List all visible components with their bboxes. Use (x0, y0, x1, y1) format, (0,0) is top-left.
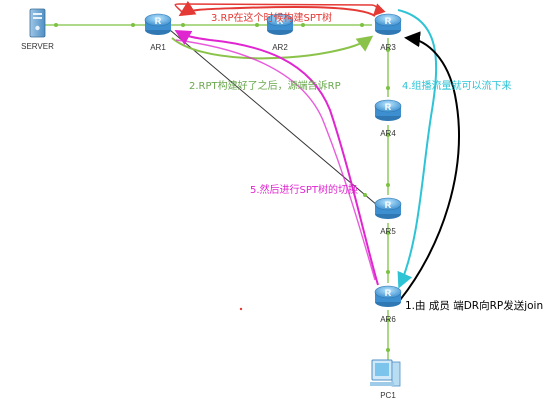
pc-node[interactable]: PC1 (370, 359, 401, 400)
router-ar5[interactable]: R AR5 (374, 197, 402, 236)
router-ar2-label: AR2 (272, 43, 288, 52)
router-icon: R (374, 197, 402, 219)
annotation-step5: 5.然后进行SPT树的切换 (250, 183, 358, 196)
svg-text:R: R (155, 16, 162, 26)
link-endpoints (54, 23, 390, 352)
router-ar4-label: AR4 (380, 129, 396, 138)
router-ar1-label: AR1 (150, 43, 166, 52)
router-icon: R (144, 13, 172, 35)
annotation-step3: 3.RP在这个时候构建SPT树 (211, 11, 332, 24)
server-label: SERVER (21, 42, 54, 51)
stray-dot (239, 307, 243, 311)
router-icon: R (374, 99, 402, 121)
router-icon: R (374, 285, 402, 307)
arrow-step5-inner (175, 39, 376, 281)
arrow-step3 (178, 0, 376, 17)
router-ar6-label: AR6 (380, 315, 396, 324)
router-ar2[interactable]: R AR2 (266, 13, 294, 52)
arrow-step2 (171, 35, 374, 60)
annotation-step4: 4.组播流量就可以流下来 (402, 79, 512, 92)
annotation-step2: 2.RPT构建好了之后，源端告诉RP (189, 79, 341, 92)
router-icon: R (374, 13, 402, 35)
server-node[interactable]: SERVER (21, 8, 54, 51)
link-ar1-ar5 (169, 29, 378, 206)
annotation-step1: 1.由 成员 端DR向RP发送join (405, 299, 543, 312)
router-ar4[interactable]: R AR4 (374, 99, 402, 138)
arrow-step3-return (174, 3, 386, 17)
svg-text:R: R (385, 102, 392, 112)
router-ar5-label: AR5 (380, 227, 396, 236)
router-icon: R (266, 13, 294, 35)
pc-icon (370, 359, 401, 387)
router-ar6[interactable]: R AR6 (374, 285, 402, 324)
svg-text:R: R (385, 288, 392, 298)
arrow-step5 (174, 30, 379, 286)
svg-text:R: R (385, 16, 392, 26)
svg-text:R: R (385, 200, 392, 210)
arrow-step1 (399, 31, 460, 301)
arrow-step4 (397, 9, 438, 289)
router-ar1[interactable]: R AR1 (144, 13, 172, 52)
svg-text:R: R (277, 16, 284, 26)
router-ar3[interactable]: R AR3 (374, 13, 402, 52)
pc-label: PC1 (380, 391, 396, 400)
server-icon (29, 8, 46, 38)
router-ar3-label: AR3 (380, 43, 396, 52)
